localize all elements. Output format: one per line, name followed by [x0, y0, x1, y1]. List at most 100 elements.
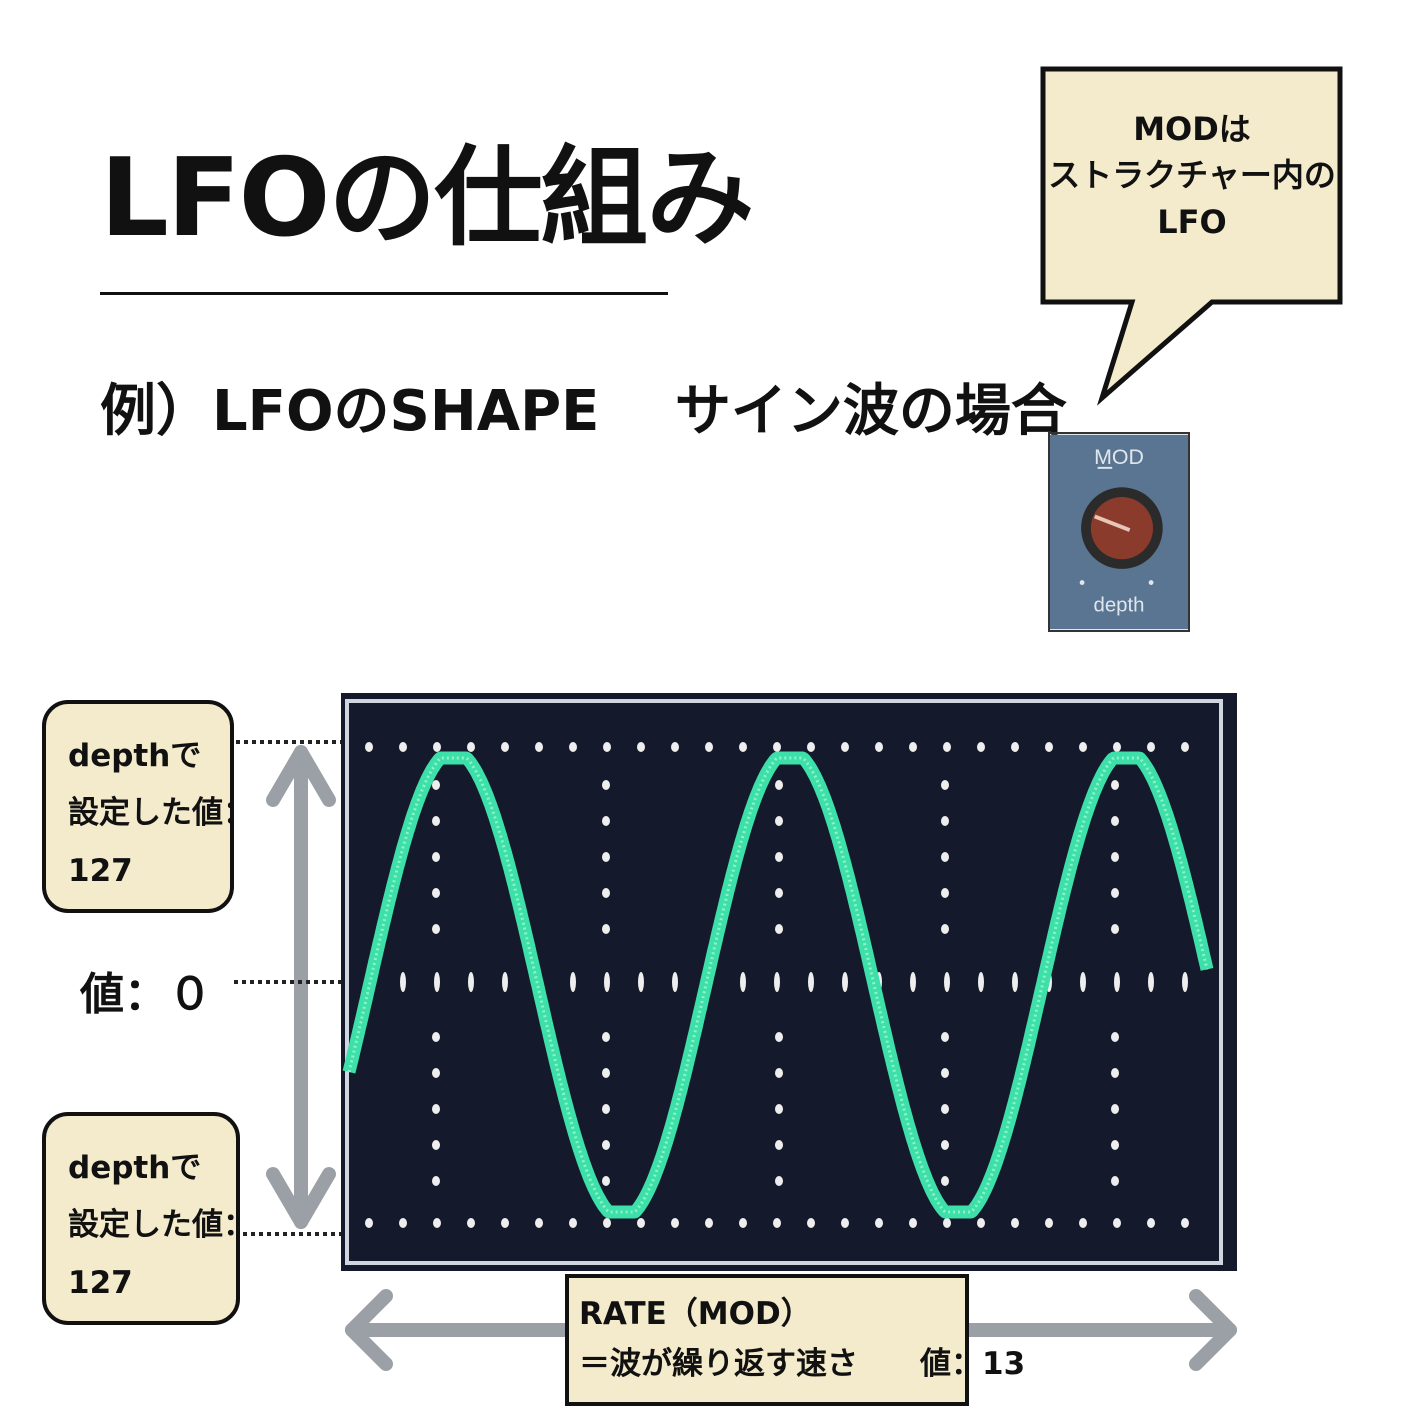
subtitle: 例）LFOのSHAPE サイン波の場合 — [100, 379, 1067, 444]
grid-dot — [775, 780, 783, 790]
grid-dot — [602, 924, 610, 934]
grid-dot — [941, 780, 949, 790]
grid-dot — [400, 972, 406, 992]
grid-dot — [739, 1218, 747, 1228]
grid-dot — [1111, 852, 1119, 862]
scope-bezel — [345, 699, 1223, 1265]
grid-dot — [671, 742, 679, 752]
callout-line: MODは — [1133, 110, 1251, 148]
callout-text: MODは ストラクチャー内の LFO — [1046, 106, 1338, 245]
grid-dot — [842, 972, 848, 992]
grid-dot — [602, 1176, 610, 1186]
grid-dot — [570, 972, 576, 992]
grid-dot — [941, 816, 949, 826]
grid-dot — [603, 742, 611, 752]
grid-dot — [569, 742, 577, 752]
grid-dot — [941, 924, 949, 934]
grid-dot — [909, 1218, 917, 1228]
note-line: 127 — [68, 852, 133, 889]
grid-dot — [774, 972, 780, 992]
grid-dot — [535, 742, 543, 752]
grid-dot — [875, 1218, 883, 1228]
grid-dot — [705, 742, 713, 752]
grid-dot — [602, 1032, 610, 1042]
grid-dot — [602, 852, 610, 862]
grid-dot — [1181, 742, 1189, 752]
mod-label: MOD — [1094, 445, 1144, 469]
note-line: 設定した値： — [68, 795, 254, 832]
grid-dot — [432, 780, 440, 790]
right-arrow-head — [1189, 1289, 1237, 1371]
grid-dot — [602, 888, 610, 898]
grid-dot — [841, 742, 849, 752]
grid-dot — [1111, 816, 1119, 826]
grid-dot — [501, 1218, 509, 1228]
grid-dot — [705, 1218, 713, 1228]
depth-max-note: depthで 設定した値： 127 — [42, 700, 254, 913]
grid-dot — [432, 888, 440, 898]
grid-dot — [501, 742, 509, 752]
grid-dot — [775, 816, 783, 826]
grid-dot — [432, 1176, 440, 1186]
grid-dot — [739, 742, 747, 752]
grid-dot — [1011, 1218, 1019, 1228]
grid-dot — [808, 972, 814, 992]
grid-dot — [1111, 780, 1119, 790]
note-line: depthで — [68, 1150, 202, 1186]
grid-dot — [638, 972, 644, 992]
grid-dot — [602, 816, 610, 826]
grid-dot — [943, 1218, 951, 1228]
grid-dot — [775, 852, 783, 862]
grid-dot — [1045, 1218, 1053, 1228]
grid-dot — [941, 1140, 949, 1150]
grid-dot — [432, 1104, 440, 1114]
grid-dot — [1111, 1104, 1119, 1114]
grid-dot — [1111, 1068, 1119, 1078]
grid-dot — [841, 1218, 849, 1228]
rate-label-box: RATE（MOD） ＝波が繰り返す速さ 値：13 — [565, 1274, 1026, 1406]
title-underline — [100, 292, 668, 295]
grid-dot — [944, 972, 950, 992]
oscilloscope-screen — [341, 693, 1237, 1271]
grid-dot — [1113, 1218, 1121, 1228]
grid-dot — [1111, 1140, 1119, 1150]
grid-dot — [875, 742, 883, 752]
grid-dot — [807, 742, 815, 752]
rate-line-2: ＝波が繰り返す速さ 値：13 — [579, 1345, 1026, 1382]
grid-dot — [399, 742, 407, 752]
grid-dot — [1111, 1032, 1119, 1042]
grid-dot — [775, 924, 783, 934]
grid-dot — [602, 780, 610, 790]
grid-dot — [569, 1218, 577, 1228]
note-line: 127 — [68, 1264, 133, 1301]
grid-dot — [977, 742, 985, 752]
grid-dot — [433, 1218, 441, 1228]
grid-dot — [1080, 972, 1086, 992]
grid-dot — [432, 852, 440, 862]
grid-dot — [467, 1218, 475, 1228]
grid-dot — [467, 742, 475, 752]
page-title: LFOの仕組み — [100, 136, 754, 261]
grid-dot — [1113, 742, 1121, 752]
grid-dot — [941, 1176, 949, 1186]
grid-dot — [604, 972, 610, 992]
sine-wave-highlight — [347, 756, 1209, 1214]
note-line: 設定した値： — [68, 1207, 254, 1244]
grid-dot — [775, 1032, 783, 1042]
grid-dot — [909, 742, 917, 752]
grid-dot — [807, 1218, 815, 1228]
grid-dot — [1147, 1218, 1155, 1228]
grid-dot — [910, 972, 916, 992]
grid-dot — [740, 972, 746, 992]
grid-dot — [432, 1140, 440, 1150]
grid-dot — [943, 742, 951, 752]
grid-dot — [773, 742, 781, 752]
grid-dot — [775, 888, 783, 898]
note-line: depthで — [68, 738, 202, 774]
speech-bubble — [1040, 66, 1343, 406]
grid-dot — [432, 924, 440, 934]
grid-dot — [434, 972, 440, 992]
mod-knob-panel: MOD depth — [1048, 432, 1190, 632]
zero-value-label: 値：０ — [80, 969, 212, 1020]
grid-dot — [775, 1068, 783, 1078]
